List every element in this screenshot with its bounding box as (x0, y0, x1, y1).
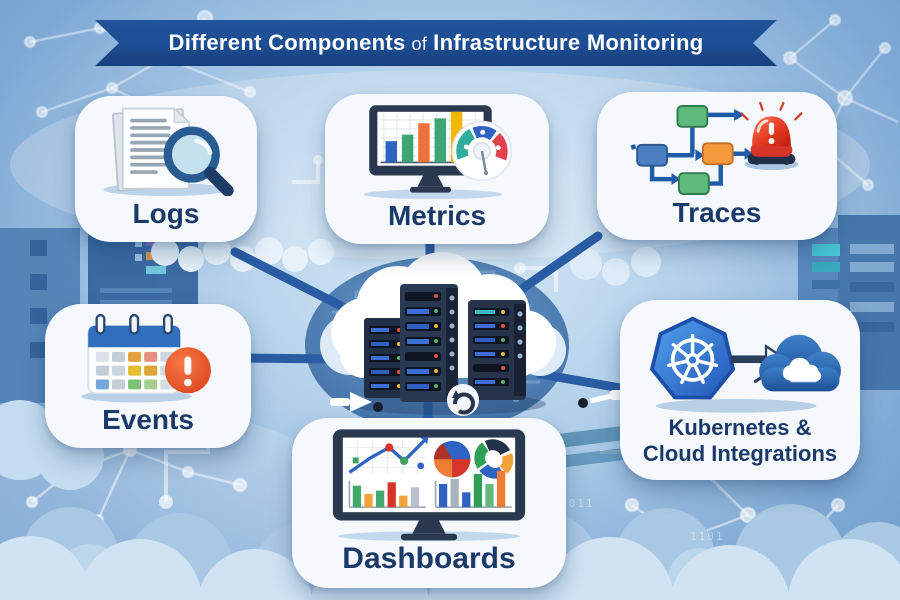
monitor-barchart-gauge-icon (363, 105, 513, 200)
alarm-siren (740, 101, 803, 171)
line-chart (348, 436, 429, 474)
trace-node-green-bottom (678, 172, 710, 195)
pie-chart (433, 440, 471, 478)
card-label-dashboards: Dashboards (342, 542, 516, 575)
document-text-lines (130, 118, 171, 174)
card-kubernetes: Kubernetes & Cloud Integrations (620, 300, 860, 480)
document-magnifier-icon (103, 107, 234, 196)
server-racks (330, 284, 626, 416)
card-events: Events (45, 304, 251, 448)
helm-spokes (667, 333, 719, 384)
server-rack-left (364, 318, 408, 398)
binary-texture: 1101 (690, 530, 725, 543)
title-part-3: Infrastructure Monitoring (433, 30, 704, 55)
card-label-kubernetes: Kubernetes & Cloud Integrations (642, 415, 838, 467)
calendar-grid-cells (95, 351, 174, 390)
trace-node-green-top (676, 105, 709, 128)
trace-node-blue (636, 143, 668, 167)
card-label-traces: Traces (672, 197, 762, 228)
distant-buildings-accent (545, 425, 637, 468)
binary-texture: 0011 (560, 497, 595, 510)
card-logs: Logs (75, 96, 257, 242)
sync-circle-icon (447, 384, 479, 416)
trace-node-orange (701, 142, 734, 166)
flowchart-alarm-icon (630, 101, 803, 195)
card-label-logs: Logs (132, 198, 200, 229)
network-graph-bottom-left (25, 442, 248, 527)
kubernetes-logo (650, 316, 736, 400)
alert-badge (164, 347, 211, 394)
kubernetes-cloud-icon (650, 314, 841, 413)
alarm-flash-ticks (740, 101, 803, 121)
server-rack-right (468, 300, 526, 400)
gauge (451, 120, 513, 182)
title-part-2: of (411, 34, 428, 54)
card-label-metrics: Metrics (387, 200, 487, 231)
plug-arrow-left (330, 392, 383, 412)
flow-arrows (630, 112, 747, 186)
connector-line-kubernetes (535, 369, 631, 394)
bar-chart-left (348, 480, 426, 509)
card-traces: Traces (597, 92, 837, 240)
arrowheads (671, 108, 754, 186)
monitor-charts-icon (332, 429, 526, 542)
title-part-1: Different Components (168, 30, 406, 55)
card-dashboards: Dashboards (292, 418, 566, 588)
server-rack-middle (400, 284, 458, 402)
cloud-shape (759, 334, 841, 392)
magnifier-glass (163, 126, 234, 196)
card-metrics: Metrics (325, 94, 549, 244)
calendar-alert-icon (81, 313, 211, 403)
bar-chart-right (434, 470, 512, 509)
card-label-events: Events (102, 404, 194, 435)
connector-line-events (242, 353, 337, 364)
plug-arrow-right (578, 390, 626, 408)
calendar (87, 313, 181, 395)
